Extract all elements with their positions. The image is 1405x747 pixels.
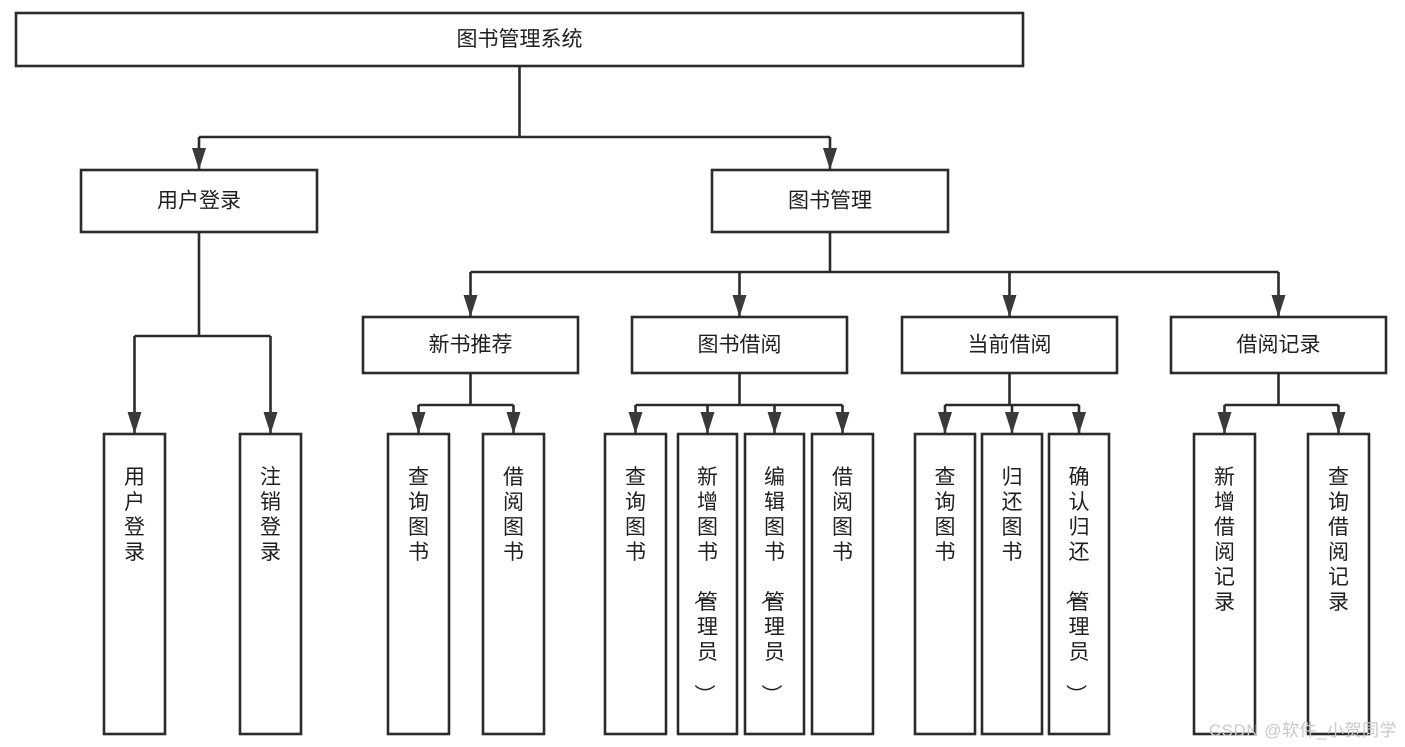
book-to-l3-arrow-0: [463, 295, 478, 317]
node-box: [79, 168, 319, 234]
node-l3-record[interactable]: 借阅记录: [1169, 315, 1388, 375]
node-l2-book[interactable]: 图书管理: [710, 168, 950, 234]
node-l3-borrow[interactable]: 图书借阅: [630, 315, 849, 375]
node-l3-new[interactable]: 新书推荐: [361, 315, 580, 375]
node-label: 查询借阅记录: [1328, 466, 1349, 614]
node-label: 查询图书: [935, 466, 956, 564]
node-label: 借阅图书: [503, 466, 524, 564]
user-to-leaves-arrow-0: [127, 412, 142, 434]
current-to-leaves-arrow-0: [938, 412, 952, 434]
node-box: [102, 432, 167, 736]
node-leaf-br-edit[interactable]: 编辑图书（管理员）: [743, 432, 806, 736]
node-l2-user[interactable]: 用户登录: [79, 168, 319, 234]
node-box: [980, 432, 1044, 736]
node-leaf-br-lend[interactable]: 借阅图书: [810, 432, 875, 736]
node-box: [743, 432, 806, 736]
node-label: 图书管理: [788, 190, 872, 213]
node-leaf-rec-query[interactable]: 查询借阅记录: [1306, 432, 1371, 736]
user-to-leaves-arrow-1: [263, 412, 278, 434]
borrow-to-leaves-arrow-1: [700, 412, 715, 434]
root-to-l2-arrow-0: [192, 148, 206, 170]
record-to-leaves-arrow-0: [1217, 412, 1232, 434]
node-leaf-new-query[interactable]: 查询图书: [386, 432, 451, 736]
node-box: [1169, 315, 1388, 375]
node-label: 当前借阅: [968, 334, 1052, 357]
node-label: 用户登录: [157, 190, 241, 213]
book-to-l3-arrow-3: [1271, 295, 1286, 317]
root-to-l2-arrow-1: [823, 148, 837, 170]
node-leaf-new-borrow[interactable]: 借阅图书: [481, 432, 546, 736]
node-box: [900, 315, 1119, 375]
node-root[interactable]: 图书管理系统: [14, 11, 1025, 68]
new-to-leaves-arrow-1: [506, 412, 521, 434]
node-box: [810, 432, 875, 736]
node-box: [603, 432, 668, 736]
new-to-leaves-arrow-0: [411, 412, 426, 434]
node-leaf-user-logout[interactable]: 注销登录: [238, 432, 303, 736]
node-leaf-br-add[interactable]: 新增图书（管理员）: [676, 432, 739, 736]
borrow-to-leaves-arrow-2: [767, 412, 782, 434]
node-box: [710, 168, 950, 234]
node-box: [238, 432, 303, 736]
borrow-to-leaves-arrow-3: [835, 412, 850, 434]
connector-layer: [127, 66, 1346, 434]
node-leaf-cur-confirm[interactable]: 确认归还（管理员）: [1047, 432, 1111, 736]
node-label: 确认归还（管理员）: [1064, 466, 1090, 705]
node-box: [913, 432, 977, 736]
current-to-leaves-arrow-2: [1072, 412, 1086, 434]
node-box: [481, 432, 546, 736]
node-leaf-user-login[interactable]: 用户登录: [102, 432, 167, 736]
node-label: 查询图书: [408, 466, 429, 564]
book-to-l3-arrow-1: [732, 295, 747, 317]
node-label: 新增借阅记录: [1214, 466, 1235, 614]
node-label: 新增图书（管理员）: [692, 466, 718, 705]
node-label: 图书管理系统: [457, 28, 583, 51]
node-box: [386, 432, 451, 736]
record-to-leaves-arrow-1: [1331, 412, 1346, 434]
node-label: 借阅记录: [1237, 334, 1321, 357]
node-box: [630, 315, 849, 375]
node-l3-current[interactable]: 当前借阅: [900, 315, 1119, 375]
node-box: [1047, 432, 1111, 736]
node-box: [1306, 432, 1371, 736]
node-layer: 图书管理系统用户登录图书管理新书推荐图书借阅当前借阅借阅记录用户登录注销登录查询…: [14, 11, 1388, 736]
book-to-l3-arrow-2: [1002, 295, 1017, 317]
node-label: 编辑图书（管理员）: [759, 466, 785, 705]
node-box: [1192, 432, 1257, 736]
current-to-leaves-arrow-1: [1005, 412, 1019, 434]
node-box: [676, 432, 739, 736]
node-box: [14, 11, 1025, 68]
node-leaf-rec-add[interactable]: 新增借阅记录: [1192, 432, 1257, 736]
node-leaf-br-query[interactable]: 查询图书: [603, 432, 668, 736]
borrow-to-leaves-arrow-0: [628, 412, 643, 434]
node-leaf-cur-return[interactable]: 归还图书: [980, 432, 1044, 736]
node-label: 注销登录: [260, 466, 281, 564]
node-label: 归还图书: [1002, 466, 1023, 564]
node-leaf-cur-query[interactable]: 查询图书: [913, 432, 977, 736]
node-label: 用户登录: [124, 466, 145, 564]
node-label: 新书推荐: [429, 334, 513, 357]
node-box: [361, 315, 580, 375]
node-label: 借阅图书: [832, 466, 853, 564]
node-label: 图书借阅: [698, 334, 782, 357]
node-label: 查询图书: [625, 466, 646, 564]
